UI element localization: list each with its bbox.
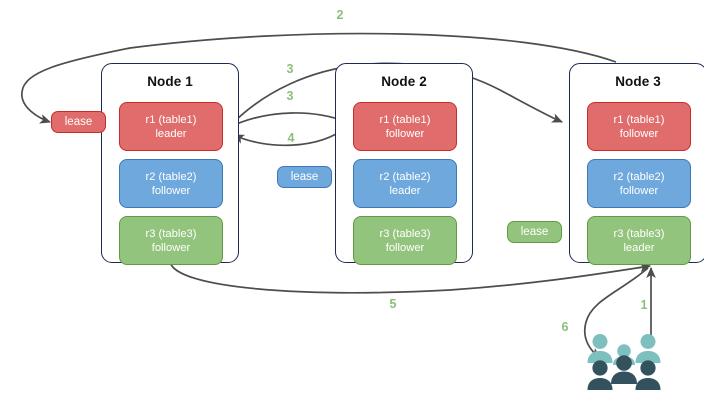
- replica-name: r1 (table1): [379, 113, 431, 126]
- replica-name: r2 (table2): [613, 170, 665, 183]
- replica-role: follower: [151, 241, 191, 254]
- replica-name: r2 (table2): [145, 170, 197, 183]
- lease-label: lease: [64, 116, 93, 128]
- edge-label-4: 4: [287, 131, 295, 145]
- edge-label-5: 5: [389, 297, 397, 311]
- replica-role: follower: [619, 184, 659, 197]
- edge-3-short-path: [227, 112, 348, 129]
- replica-name: r3 (table3): [379, 227, 431, 240]
- node-title: Node 1: [147, 74, 193, 89]
- replica-node3-r2[interactable]: r2 (table2) follower: [587, 159, 691, 208]
- lease-badge-green[interactable]: lease: [507, 221, 562, 243]
- replica-name: r3 (table3): [613, 227, 665, 240]
- replica-node1-r3[interactable]: r3 (table3) follower: [119, 216, 223, 265]
- replica-node3-r1[interactable]: r1 (table1) follower: [587, 102, 691, 151]
- replica-role: leader: [623, 241, 655, 254]
- node-box-1[interactable]: Node 1 r1 (table1) leader r2 (table2) fo…: [101, 63, 239, 265]
- node-title: Node 2: [381, 74, 427, 89]
- lease-label: lease: [290, 171, 319, 183]
- replica-role: follower: [619, 127, 659, 140]
- replica-role: follower: [385, 241, 425, 254]
- edge-label-2: 2: [336, 8, 344, 22]
- edge-label-1: 1: [640, 298, 648, 312]
- replica-node1-r2[interactable]: r2 (table2) follower: [119, 159, 223, 208]
- node-box-3[interactable]: Node 3 r1 (table1) follower r2 (table2) …: [569, 63, 704, 265]
- lease-label: lease: [520, 226, 549, 238]
- users-icon: [587, 334, 661, 390]
- replica-role: leader: [155, 127, 187, 140]
- edge-label-6: 6: [561, 320, 569, 334]
- lease-badge-red[interactable]: lease: [51, 111, 106, 133]
- replica-role: follower: [385, 127, 425, 140]
- replica-name: r2 (table2): [379, 170, 431, 183]
- lease-badge-blue[interactable]: lease: [277, 166, 332, 188]
- node-box-2[interactable]: Node 2 r1 (table1) follower r2 (table2) …: [335, 63, 473, 265]
- replica-role: leader: [389, 184, 421, 197]
- replica-name: r1 (table1): [145, 113, 197, 126]
- replica-name: r3 (table3): [145, 227, 197, 240]
- replica-node1-r1[interactable]: r1 (table1) leader: [119, 102, 223, 151]
- replica-role: follower: [151, 184, 191, 197]
- replica-node3-r3[interactable]: r3 (table3) leader: [587, 216, 691, 265]
- edge-label-3b: 3: [286, 89, 294, 103]
- node-title: Node 3: [615, 74, 661, 89]
- replica-node2-r3[interactable]: r3 (table3) follower: [353, 216, 457, 265]
- replica-node2-r2[interactable]: r2 (table2) leader: [353, 159, 457, 208]
- replica-node2-r1[interactable]: r1 (table1) follower: [353, 102, 457, 151]
- edge-5-path: [169, 261, 652, 294]
- replica-name: r1 (table1): [613, 113, 665, 126]
- edge-label-3a: 3: [286, 62, 294, 76]
